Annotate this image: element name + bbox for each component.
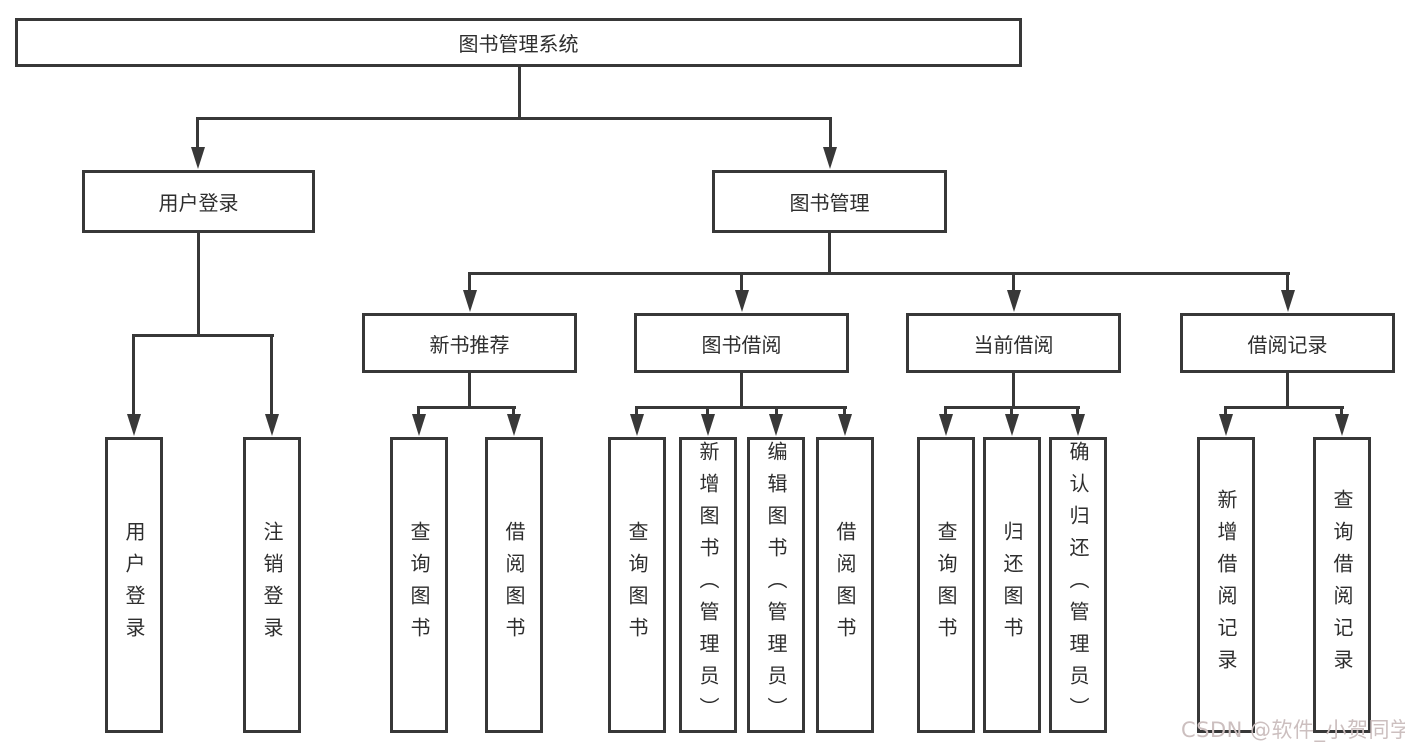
connector-line bbox=[1225, 406, 1344, 409]
arrow-down-icon bbox=[127, 414, 141, 436]
csdn-watermark: CSDN @软件_小贺同学 bbox=[1181, 718, 1405, 742]
arrow-down-icon bbox=[630, 414, 644, 436]
connector-line bbox=[1340, 406, 1343, 418]
connector-line bbox=[1012, 272, 1015, 295]
connector-line bbox=[196, 117, 199, 152]
node-book-borrow: 图书借阅 bbox=[634, 313, 849, 373]
arrow-down-icon bbox=[412, 414, 426, 436]
leaf-borrow-query-books: 查询图书 bbox=[608, 437, 666, 733]
arrow-down-icon bbox=[823, 147, 837, 169]
connector-line bbox=[468, 272, 471, 295]
connector-line bbox=[270, 334, 273, 418]
leaf-borrow-borrow-books: 借阅图书 bbox=[816, 437, 874, 733]
connector-line bbox=[944, 406, 947, 418]
arrow-down-icon bbox=[1071, 414, 1085, 436]
leaf-borrow-edit-books-admin-label: 编辑图书（管理员） bbox=[764, 441, 788, 729]
connector-line bbox=[133, 334, 274, 337]
arrow-down-icon bbox=[1219, 414, 1233, 436]
arrow-down-icon bbox=[1335, 414, 1349, 436]
leaf-user-login: 用户登录 bbox=[105, 437, 163, 733]
leaf-current-query-books: 查询图书 bbox=[917, 437, 975, 733]
connector-line bbox=[512, 406, 515, 418]
leaf-borrow-borrow-books-label: 借阅图书 bbox=[833, 521, 857, 649]
node-user-login: 用户登录 bbox=[82, 170, 315, 233]
connector-line bbox=[197, 117, 832, 120]
connector-line bbox=[468, 272, 1290, 275]
arrow-down-icon bbox=[701, 414, 715, 436]
leaf-records-query-record: 查询借阅记录 bbox=[1313, 437, 1371, 733]
leaf-records-add-record-label: 新增借阅记录 bbox=[1214, 489, 1238, 681]
leaf-recommend-borrow-books-label: 借阅图书 bbox=[502, 521, 526, 649]
arrow-down-icon bbox=[1005, 414, 1019, 436]
node-borrow-records: 借阅记录 bbox=[1180, 313, 1395, 373]
connector-line bbox=[1286, 272, 1289, 295]
connector-line bbox=[417, 406, 420, 418]
connector-line bbox=[1076, 406, 1079, 418]
connector-line bbox=[829, 117, 832, 152]
leaf-current-confirm-return-admin: 确认归还（管理员） bbox=[1049, 437, 1107, 733]
leaf-user-login-label: 用户登录 bbox=[122, 521, 146, 649]
connector-line bbox=[197, 233, 200, 337]
arrow-down-icon bbox=[191, 147, 205, 169]
arrow-down-icon bbox=[1281, 290, 1295, 312]
connector-line bbox=[1286, 373, 1289, 409]
leaf-borrow-add-books-admin: 新增图书（管理员） bbox=[679, 437, 737, 733]
arrow-down-icon bbox=[735, 290, 749, 312]
connector-line bbox=[740, 272, 743, 295]
leaf-current-return-books-label: 归还图书 bbox=[1000, 521, 1024, 649]
connector-line bbox=[468, 373, 471, 409]
connector-line bbox=[1224, 406, 1227, 418]
connector-line bbox=[706, 406, 709, 418]
leaf-borrow-edit-books-admin: 编辑图书（管理员） bbox=[747, 437, 805, 733]
connector-line bbox=[1010, 406, 1013, 418]
connector-line bbox=[1012, 373, 1015, 409]
leaf-records-add-record: 新增借阅记录 bbox=[1197, 437, 1255, 733]
leaf-current-query-books-label: 查询图书 bbox=[934, 521, 958, 649]
arrow-down-icon bbox=[463, 290, 477, 312]
leaf-recommend-query-books-label: 查询图书 bbox=[407, 521, 431, 649]
arrow-down-icon bbox=[769, 414, 783, 436]
leaf-borrow-add-books-admin-label: 新增图书（管理员） bbox=[696, 441, 720, 729]
connector-line bbox=[636, 406, 847, 409]
connector-line bbox=[843, 406, 846, 418]
connector-line bbox=[740, 373, 743, 409]
arrow-down-icon bbox=[838, 414, 852, 436]
node-library-management-system: 图书管理系统 bbox=[15, 18, 1022, 67]
node-current-borrow: 当前借阅 bbox=[906, 313, 1121, 373]
leaf-logout-label: 注销登录 bbox=[260, 521, 284, 649]
arrow-down-icon bbox=[265, 414, 279, 436]
connector-line bbox=[518, 67, 521, 120]
connector-line bbox=[132, 334, 135, 418]
connector-line bbox=[828, 233, 831, 275]
leaf-logout: 注销登录 bbox=[243, 437, 301, 733]
leaf-recommend-borrow-books: 借阅图书 bbox=[485, 437, 543, 733]
connector-line bbox=[775, 406, 778, 418]
leaf-current-confirm-return-admin-label: 确认归还（管理员） bbox=[1066, 441, 1090, 729]
arrow-down-icon bbox=[1007, 290, 1021, 312]
node-new-book-recommend: 新书推荐 bbox=[362, 313, 577, 373]
leaf-records-query-record-label: 查询借阅记录 bbox=[1330, 489, 1354, 681]
leaf-borrow-query-books-label: 查询图书 bbox=[625, 521, 649, 649]
arrow-down-icon bbox=[507, 414, 521, 436]
arrow-down-icon bbox=[939, 414, 953, 436]
leaf-current-return-books: 归还图书 bbox=[983, 437, 1041, 733]
leaf-recommend-query-books: 查询图书 bbox=[390, 437, 448, 733]
connector-line bbox=[635, 406, 638, 418]
node-book-management: 图书管理 bbox=[712, 170, 947, 233]
connector-line bbox=[417, 406, 516, 409]
